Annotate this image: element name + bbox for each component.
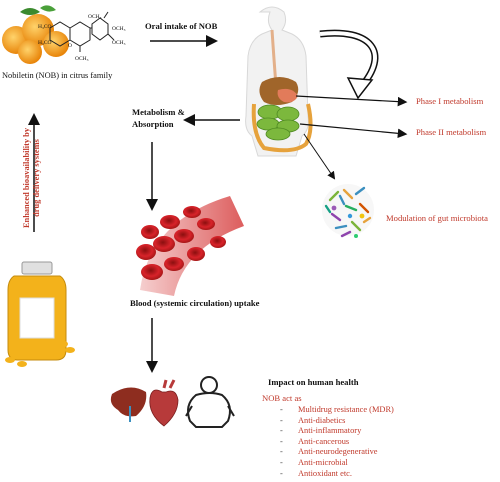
curved-arrow-icon: [319, 28, 380, 100]
liver-icon: [110, 387, 147, 422]
nobiletin-label: Nobiletin (NOB) in citrus family: [2, 71, 113, 80]
impact-heading: Impact on human health: [268, 377, 359, 387]
digestive-system-icon: [245, 6, 313, 157]
blood-uptake-label: Blood (systemic circulation) uptake: [130, 298, 260, 308]
chem-label: OCH₃: [88, 14, 102, 20]
phase1-label: Phase I metabolism: [416, 96, 484, 106]
effect-label: Anti-inflammatory: [298, 426, 362, 436]
bioavailability-line2: drug delivery systems: [32, 139, 41, 217]
bioavailability-label: Enhanced bioavailability by drug deliver…: [22, 128, 42, 228]
effect-label: Antioxidant etc.: [298, 468, 352, 478]
effect-label: Multidrug resistance (MDR): [298, 405, 394, 414]
phase2-label: Phase II metabolism: [416, 127, 487, 137]
effect-label: Anti-neurodegenerative: [298, 447, 378, 457]
chem-label: H₃CO: [38, 40, 52, 46]
chem-label: OCH₃: [112, 40, 126, 46]
oral-intake-label: Oral intake of NOB: [145, 21, 218, 31]
metabolism-label-line1: Metabolism &: [132, 107, 185, 117]
effect-label: Anti-diabetics: [298, 415, 346, 425]
blood-vessel-icon: [136, 196, 244, 296]
nob-act-as-label: NOB act as: [262, 393, 302, 403]
effect-label: Anti-cancerous: [298, 436, 350, 446]
gut-microbiota-icon: [322, 184, 374, 238]
drug-bottle-icon: [5, 261, 75, 367]
effect-label: Anti-microbial: [298, 457, 348, 467]
gut-microbiota-label: Modulation of gut microbiota: [386, 213, 488, 223]
chem-label: OCH₃: [112, 26, 126, 32]
chem-label: O: [68, 43, 72, 49]
nobiletin-structure-icon: [49, 11, 115, 52]
metabolism-label-line2: Absorption: [132, 119, 174, 129]
citrus-fruit-icon: [2, 5, 69, 64]
heart-icon: [149, 379, 179, 427]
obesity-person-icon: [185, 376, 235, 428]
bioavailability-line1: Enhanced bioavailability by: [22, 127, 31, 229]
chem-label: H₃CO: [38, 24, 52, 30]
chem-label: OCH₃: [75, 56, 89, 62]
